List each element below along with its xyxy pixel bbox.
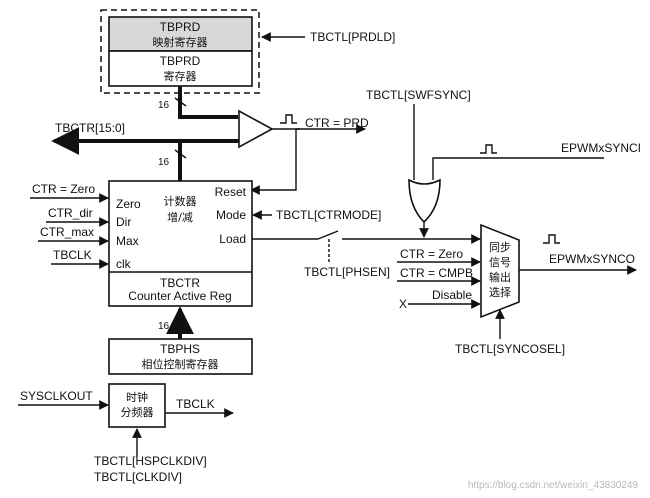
counter-out-mode: Mode xyxy=(216,208,246,222)
clkdiv-label: TBCTL[CLKDIV] xyxy=(94,470,182,484)
counter-box xyxy=(108,180,253,307)
mux-in-x: X xyxy=(399,297,407,311)
tbclk-out-label: TBCLK xyxy=(176,397,215,411)
counter-reg-name: TBCTR xyxy=(160,276,200,290)
counter-reg-desc: Counter Active Reg xyxy=(128,289,231,303)
or-gate xyxy=(408,178,441,224)
prdld-label: TBCTL[PRDLD] xyxy=(310,30,395,44)
ctr-prd-label: CTR = PRD xyxy=(305,116,369,130)
synci-line xyxy=(432,157,604,180)
synci-label: EPWMxSYNCI xyxy=(561,141,641,155)
comparator xyxy=(238,109,274,149)
prescaler-line2: 分频器 xyxy=(121,405,154,419)
tbphs-sub: 相位控制寄存器 xyxy=(142,357,219,371)
mux-line4: 选择 xyxy=(489,285,511,299)
mux-line2: 信号 xyxy=(489,256,511,269)
input-ctr-dir: CTR_dir xyxy=(48,206,93,220)
synco-label: EPWMxSYNCO xyxy=(549,252,635,266)
hspclkdiv-label: TBCTL[HSPCLKDIV] xyxy=(94,454,207,468)
bus-slash-tbphs xyxy=(174,316,187,326)
pulse-icon-synco xyxy=(543,234,560,244)
reset-feedback xyxy=(250,129,297,195)
watermark: https://blog.csdn.net/weixin_43830249 xyxy=(468,480,639,491)
tbprd-reg-box xyxy=(108,50,253,87)
counter-in-max: Max xyxy=(116,234,139,248)
counter-in-zero: Zero xyxy=(116,197,141,211)
ctrmode-label: TBCTL[CTRMODE] xyxy=(276,208,381,222)
swfsync-label: TBCTL[SWFSYNC] xyxy=(366,88,471,102)
bus-width-tbprd: 16 xyxy=(158,100,170,111)
tbprd-reg-name: TBPRD xyxy=(160,54,201,68)
mux-in-ctr-zero: CTR = Zero xyxy=(400,247,463,261)
tbphs-name: TBPHS xyxy=(160,342,200,356)
tbctr-bus-label: TBCTR[15:0] xyxy=(55,121,125,135)
pulse-icon-synci xyxy=(480,144,497,154)
tbprd-reg-sub: 寄存器 xyxy=(164,69,197,83)
tbprd-shadow-name: TBPRD xyxy=(160,20,201,34)
syncosel-label: TBCTL[SYNCOSEL] xyxy=(455,342,565,356)
mux-line3: 输出 xyxy=(489,270,511,284)
sync-out-mux xyxy=(480,223,520,319)
pulse-icon-prd xyxy=(280,114,297,124)
prescaler-line1: 时钟 xyxy=(126,390,148,404)
prescaler-box xyxy=(108,383,166,428)
tbprd-bus xyxy=(178,86,238,119)
tbphs-box xyxy=(108,338,253,375)
counter-subtitle: 增/减 xyxy=(167,210,193,224)
input-ctr-max: CTR_max xyxy=(40,225,94,239)
phsen-switch xyxy=(317,230,339,240)
bus-slash-tbprd xyxy=(174,97,187,107)
phsen-label: TBCTL[PHSEN] xyxy=(304,265,390,279)
input-tbclk: TBCLK xyxy=(53,248,92,262)
sysclkout-label: SYSCLKOUT xyxy=(20,389,93,403)
tbprd-shadow-box xyxy=(108,16,253,52)
bus-slash-tbctr xyxy=(174,149,187,159)
tbprd-shadow-sub: 映射寄存器 xyxy=(153,35,208,49)
mux-in-disable: Disable xyxy=(432,288,472,302)
counter-out-reset: Reset xyxy=(215,185,247,199)
bus-width-tbctr: 16 xyxy=(158,157,170,168)
counter-in-clk: clk xyxy=(116,257,132,271)
mux-in-ctr-cmpb: CTR = CMPB xyxy=(400,266,473,280)
mux-line1: 同步 xyxy=(489,241,511,254)
bus-width-tbphs: 16 xyxy=(158,321,170,332)
input-ctr-zero: CTR = Zero xyxy=(32,182,95,196)
counter-title: 计数器 xyxy=(164,195,197,208)
counter-out-load: Load xyxy=(219,232,246,246)
counter-in-dir: Dir xyxy=(116,215,131,229)
